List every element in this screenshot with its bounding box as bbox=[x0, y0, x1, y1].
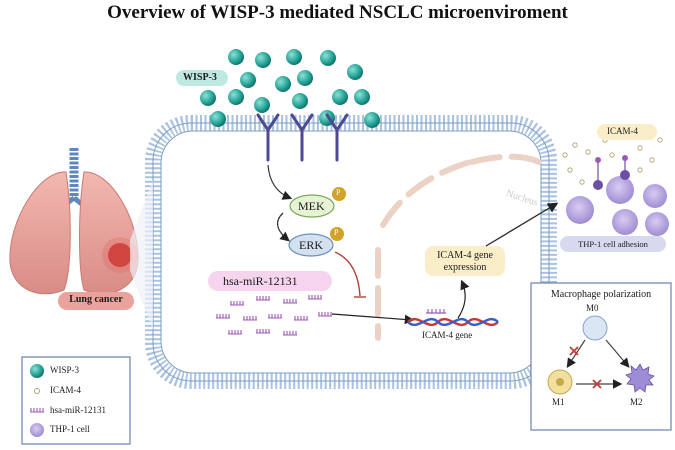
mirna-label-pill bbox=[208, 271, 332, 291]
mirna-label: hsa-miR-12131 bbox=[223, 274, 298, 288]
diagram-title: Overview of WISP-3 mediated NSCLC microe… bbox=[107, 2, 568, 23]
wisp3-label-pill bbox=[176, 70, 228, 86]
legend-label-mirna: hsa-miR-12131 bbox=[50, 405, 106, 415]
expression-label-line1: ICAM-4 gene bbox=[437, 250, 493, 261]
signal-arrows bbox=[267, 164, 293, 242]
legend-box bbox=[21, 356, 131, 445]
icam4-dot-icon bbox=[34, 388, 40, 394]
m0-label: M0 bbox=[586, 303, 599, 313]
lung-cancer-pill bbox=[58, 292, 134, 310]
receptor-group bbox=[256, 113, 349, 162]
expression-to-adhesion-arrow bbox=[485, 202, 559, 247]
erk-label: ERK bbox=[299, 238, 323, 252]
expression-label-line2: expression bbox=[443, 262, 487, 273]
legend-label-thp1: THP-1 cell bbox=[50, 424, 90, 434]
dna-helix bbox=[407, 309, 499, 327]
wisp3-label: WISP-3 bbox=[183, 72, 217, 83]
m1-label: M1 bbox=[552, 397, 565, 407]
mirna-comb-cluster bbox=[216, 295, 332, 336]
lung-cancer-label: Lung cancer bbox=[69, 294, 123, 305]
erk-node bbox=[288, 227, 344, 257]
macrophage-title: Macrophage polarization bbox=[550, 289, 652, 300]
thp1-adhesion-group bbox=[560, 137, 669, 252]
mirna-to-gene-arrow bbox=[331, 313, 415, 325]
legend-label-icam4: ICAM-4 bbox=[50, 385, 81, 395]
wisp3-ball-icon bbox=[30, 364, 44, 378]
m2-label: M2 bbox=[630, 397, 643, 407]
mirna-comb-icon bbox=[30, 408, 44, 413]
expression-label-pill bbox=[425, 246, 505, 276]
icam4-top-label: ICAM-4 bbox=[607, 126, 638, 136]
thp1-adhesion-label: THP-1 cell adhesion bbox=[578, 239, 648, 249]
mek-node bbox=[289, 187, 346, 218]
icam4-gene-label: ICAM-4 gene bbox=[422, 330, 473, 340]
erk-inhibition-arrow bbox=[334, 251, 366, 298]
wisp3-ball-cluster bbox=[200, 49, 380, 128]
zoom-wedge bbox=[130, 180, 153, 330]
cell-membrane bbox=[145, 115, 557, 389]
thp1-cell-icon bbox=[30, 423, 44, 437]
macrophage-polarization-box bbox=[530, 282, 672, 431]
icam4-top-pill bbox=[597, 124, 657, 140]
gene-to-expression-arrow bbox=[457, 279, 470, 319]
erk-phospho-label: P bbox=[334, 228, 339, 237]
lungs-illustration bbox=[9, 148, 139, 295]
mek-label: MEK bbox=[298, 199, 325, 213]
legend-label-wisp3: WISP-3 bbox=[50, 365, 79, 375]
mek-phospho-label: P bbox=[336, 188, 341, 197]
nucleus-envelope bbox=[375, 153, 548, 341]
